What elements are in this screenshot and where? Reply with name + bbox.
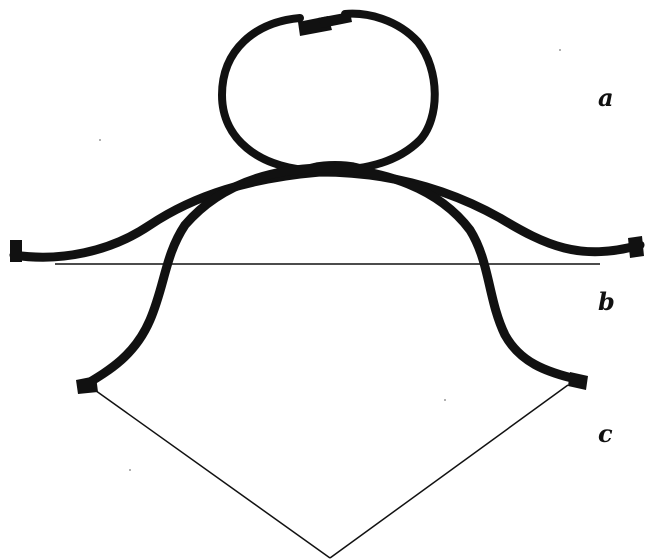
label-b: b: [598, 290, 615, 314]
top-loop-end-right: [318, 12, 352, 28]
wide-wire: [14, 172, 640, 257]
arch-wire: [85, 168, 580, 385]
wide-wire-end-left: [10, 240, 22, 262]
label-a: a: [598, 86, 614, 110]
v-line-right: [330, 385, 568, 558]
label-c: c: [598, 422, 613, 446]
v-line-left: [92, 388, 330, 558]
speck: [99, 139, 101, 141]
top-loop: [222, 14, 435, 171]
speck: [559, 49, 561, 51]
wide-wire-end-right: [628, 236, 644, 258]
arch-wire-end-left: [76, 376, 98, 394]
speck: [444, 399, 446, 401]
speck: [129, 469, 131, 471]
arch-wire-end-right: [568, 372, 588, 390]
